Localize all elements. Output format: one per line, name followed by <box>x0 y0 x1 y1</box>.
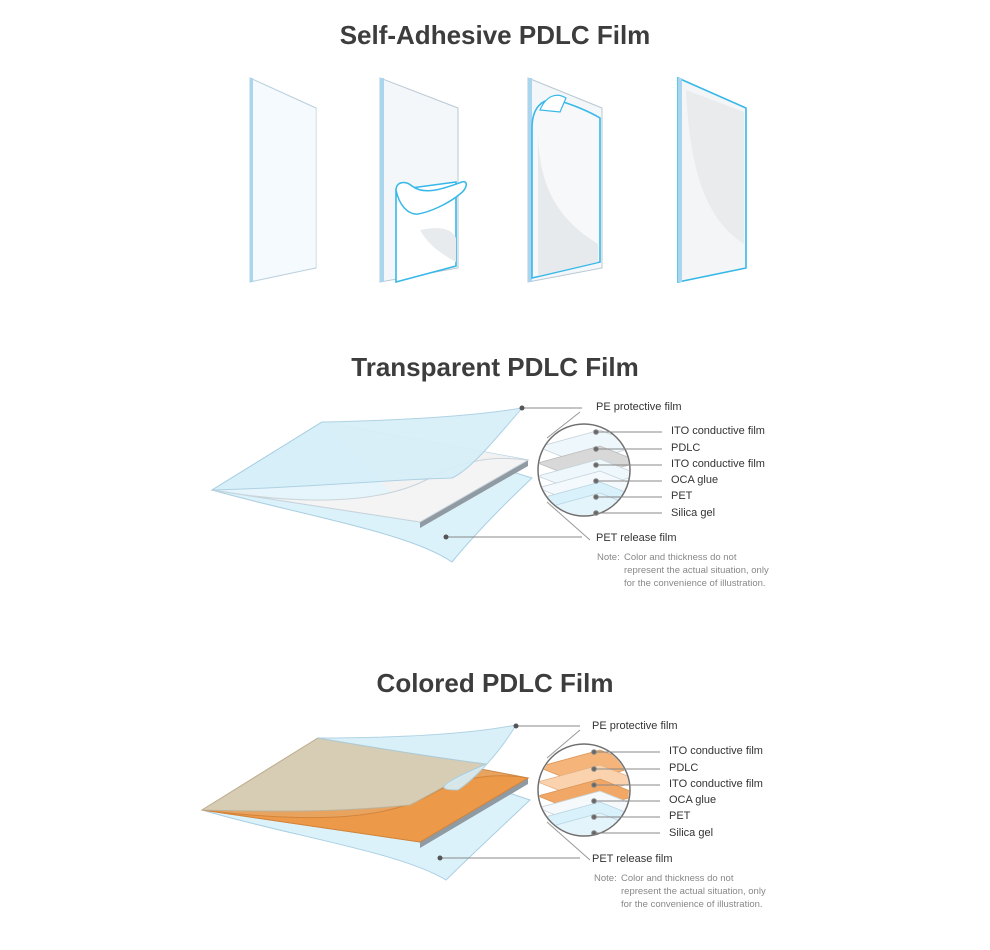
transparent-layer-1: ITO conductive film <box>671 425 765 437</box>
title-colored: Colored PDLC Film <box>376 668 614 698</box>
transparent-pe-protective-film <box>210 407 524 491</box>
colored-top-film <box>200 737 488 812</box>
transparent-note: Note: Color and thickness do not represe… <box>597 551 774 590</box>
colored-layer-3: ITO conductive film <box>669 778 763 790</box>
colored-pe-protective-film <box>317 724 517 791</box>
transparent-note-key: Note: <box>597 552 620 563</box>
transparent-pe-label: PE protective film <box>596 401 682 413</box>
colored-layer-6: Silica gel <box>669 827 714 839</box>
colored-pet-release-label: PET release film <box>592 853 673 865</box>
transparent-pet-release-film <box>211 467 533 563</box>
film-panel-2 <box>379 77 467 284</box>
film-panel-4 <box>677 76 747 283</box>
transparent-layer-3: ITO conductive film <box>671 458 765 470</box>
transparent-magnifier <box>537 411 631 541</box>
transparent-layer-2: PDLC <box>671 442 701 454</box>
transparent-pet-release-label: PET release film <box>596 532 677 544</box>
self-adhesive-illustration <box>249 76 747 284</box>
colored-note: Note: Color and thickness do not represe… <box>594 872 771 911</box>
film-panel-3 <box>527 77 603 283</box>
transparent-layer-4: OCA glue <box>671 474 719 486</box>
transparent-layer-6: Silica gel <box>671 507 716 519</box>
title-self-adhesive: Self-Adhesive PDLC Film <box>339 20 651 50</box>
title-transparent: Transparent PDLC Film <box>351 352 639 382</box>
colored-film-body <box>201 775 530 843</box>
colored-pet-release-film <box>201 789 531 881</box>
film-panel-1 <box>249 77 317 283</box>
transparent-film-body <box>210 421 530 523</box>
colored-note-key: Note: <box>594 873 617 884</box>
colored-layer-1: ITO conductive film <box>669 745 763 757</box>
colored-magnifier <box>537 729 631 861</box>
colored-layer-5: PET <box>669 810 691 822</box>
transparent-note-text: Color and thickness do not represent the… <box>624 552 769 589</box>
colored-layer-4: OCA glue <box>669 794 717 806</box>
transparent-layer-5: PET <box>671 490 693 502</box>
colored-note-text: Color and thickness do not represent the… <box>621 873 766 910</box>
colored-layer-2: PDLC <box>669 762 699 774</box>
colored-pe-label: PE protective film <box>592 720 678 732</box>
